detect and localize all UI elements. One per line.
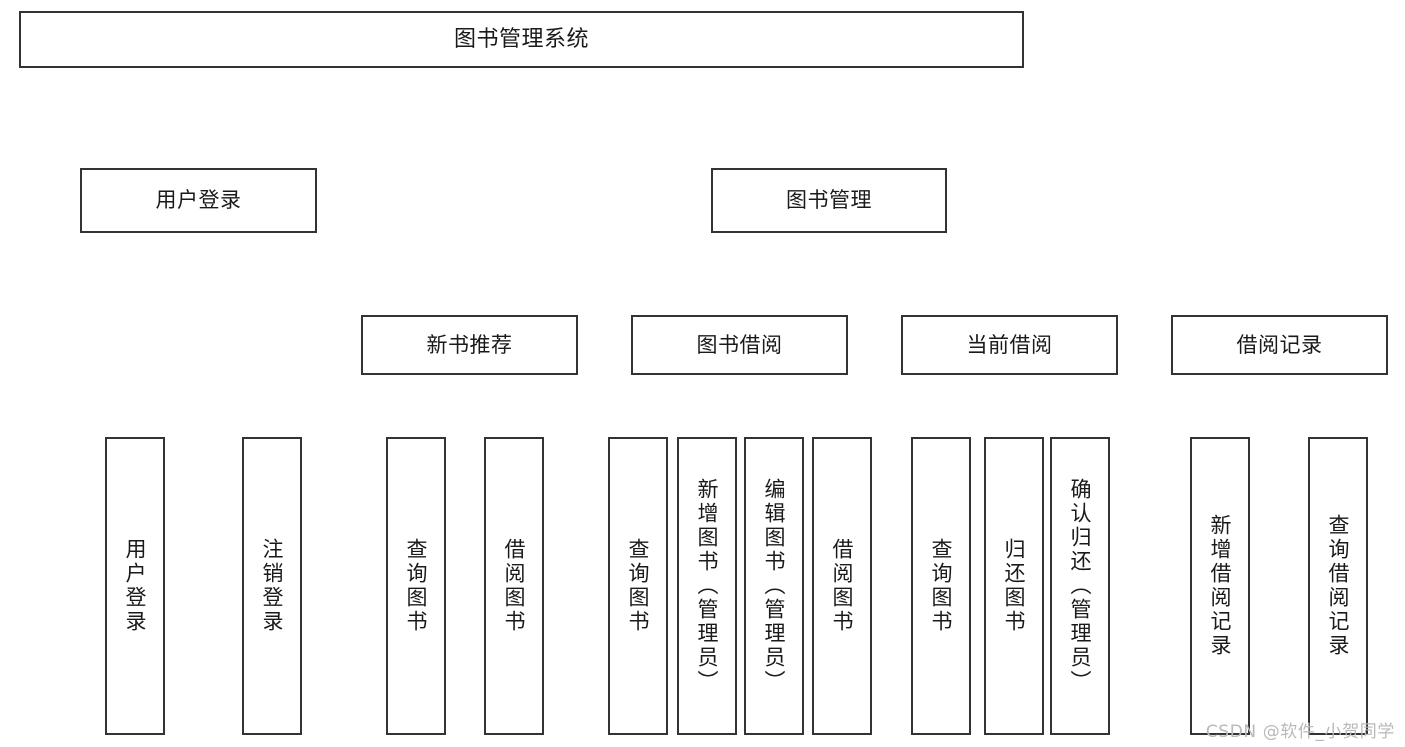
node-root[interactable]: 图书管理系统 (19, 11, 1024, 68)
node-borrow-record-label: 借阅记录 (1236, 332, 1323, 357)
node-leaf-edit-book[interactable]: 编辑图书（管理员） (744, 437, 804, 735)
node-book-manage-label: 图书管理 (786, 188, 872, 213)
node-new-book-rec[interactable]: 新书推荐 (361, 315, 578, 375)
node-leaf-user-logout[interactable]: 注销登录 (242, 437, 302, 735)
node-user-login-label: 用户登录 (155, 188, 242, 213)
node-user-login[interactable]: 用户登录 (80, 168, 317, 233)
node-leaf-edit-book-label: 编辑图书（管理员） (762, 478, 787, 694)
node-leaf-add-record-label: 新增借阅记录 (1208, 514, 1233, 658)
node-leaf-user-login[interactable]: 用户登录 (105, 437, 165, 735)
node-leaf-add-book[interactable]: 新增图书（管理员） (677, 437, 737, 735)
node-book-borrow-label: 图书借阅 (696, 332, 783, 357)
node-leaf-borrow-book-rec-label: 借阅图书 (502, 538, 527, 634)
node-leaf-query-book-borrow[interactable]: 查询图书 (608, 437, 668, 735)
node-leaf-query-book-rec-label: 查询图书 (404, 538, 429, 634)
node-leaf-borrow-book[interactable]: 借阅图书 (812, 437, 872, 735)
node-leaf-return-book[interactable]: 归还图书 (984, 437, 1044, 735)
node-leaf-borrow-book-rec[interactable]: 借阅图书 (484, 437, 544, 735)
node-leaf-query-book-current[interactable]: 查询图书 (911, 437, 971, 735)
node-book-borrow[interactable]: 图书借阅 (631, 315, 848, 375)
node-leaf-add-book-label: 新增图书（管理员） (695, 478, 720, 694)
node-leaf-user-logout-label: 注销登录 (260, 538, 285, 634)
node-leaf-query-book-rec[interactable]: 查询图书 (386, 437, 446, 735)
node-leaf-query-book-current-label: 查询图书 (929, 538, 954, 634)
node-book-manage[interactable]: 图书管理 (711, 168, 947, 233)
node-leaf-confirm-return-label: 确认归还（管理员） (1068, 478, 1093, 694)
node-leaf-add-record[interactable]: 新增借阅记录 (1190, 437, 1250, 735)
node-leaf-query-record-label: 查询借阅记录 (1326, 514, 1351, 658)
node-borrow-record[interactable]: 借阅记录 (1171, 315, 1388, 375)
node-new-book-rec-label: 新书推荐 (426, 332, 513, 357)
node-leaf-confirm-return[interactable]: 确认归还（管理员） (1050, 437, 1110, 735)
node-current-borrow-label: 当前借阅 (966, 332, 1053, 357)
node-leaf-query-book-borrow-label: 查询图书 (626, 538, 651, 634)
node-current-borrow[interactable]: 当前借阅 (901, 315, 1118, 375)
node-root-label: 图书管理系统 (453, 26, 589, 52)
watermark-text: CSDN @软件_小贺同学 (1205, 722, 1395, 742)
node-leaf-return-book-label: 归还图书 (1002, 538, 1027, 634)
node-leaf-borrow-book-label: 借阅图书 (830, 538, 855, 634)
node-leaf-query-record[interactable]: 查询借阅记录 (1308, 437, 1368, 735)
node-leaf-user-login-label: 用户登录 (123, 538, 148, 634)
